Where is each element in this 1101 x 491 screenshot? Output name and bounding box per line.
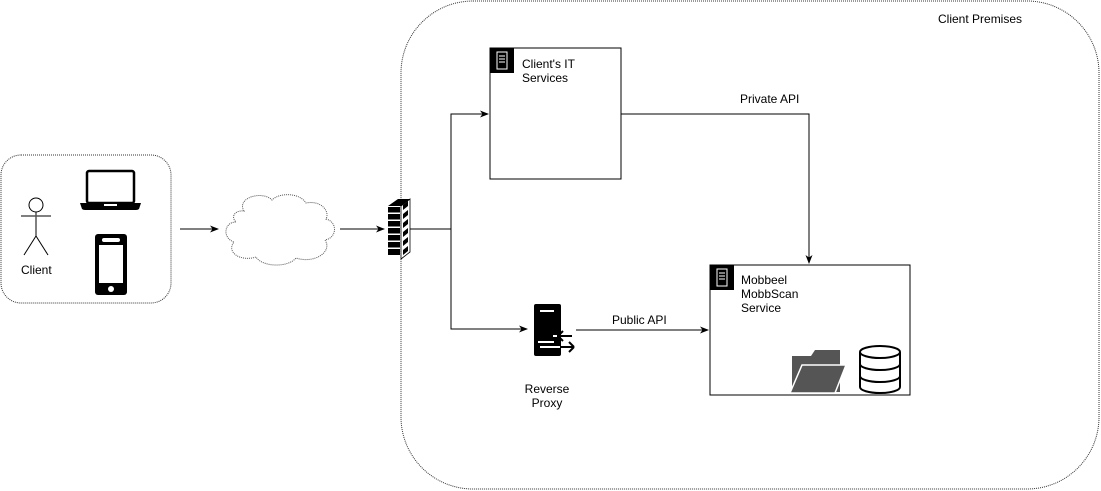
reverse-proxy-label-line2: Proxy xyxy=(531,396,563,410)
public-api-label: Public API xyxy=(612,313,667,327)
firewall-to-it-services-arrow xyxy=(450,110,489,229)
folder-icon xyxy=(788,350,848,394)
mobbscan-label-line2: MobbScan xyxy=(741,287,799,301)
reverse-proxy-icon xyxy=(534,304,575,356)
laptop-icon xyxy=(80,169,141,210)
private-api-arrow xyxy=(621,113,813,264)
mobbscan-label: Mobbeel MobbScan Service xyxy=(741,273,798,315)
client-group xyxy=(0,154,172,304)
user-icon xyxy=(21,197,51,256)
internet-cloud-icon xyxy=(225,194,335,266)
it-services-label-line1: Client's IT xyxy=(522,57,575,71)
mobbscan-label-line3: Service xyxy=(741,301,782,315)
server-icon xyxy=(490,48,514,73)
firewall-to-reverse-proxy-arrow xyxy=(450,229,528,333)
smartphone-icon xyxy=(95,234,127,295)
private-api-label: Private API xyxy=(740,92,800,106)
client-premises-label: Client Premises xyxy=(938,12,1023,26)
database-icon xyxy=(859,345,901,394)
it-services-label: Client's IT Services xyxy=(522,57,575,85)
it-services-label-line2: Services xyxy=(522,71,569,85)
reverse-proxy-label: Reverse Proxy xyxy=(520,382,574,410)
client-label: Client xyxy=(21,263,52,277)
mobbscan-label-line1: Mobbeel xyxy=(741,273,788,287)
reverse-proxy-label-line1: Reverse xyxy=(524,382,570,396)
server-icon xyxy=(710,265,734,290)
firewall-icon xyxy=(388,198,411,260)
